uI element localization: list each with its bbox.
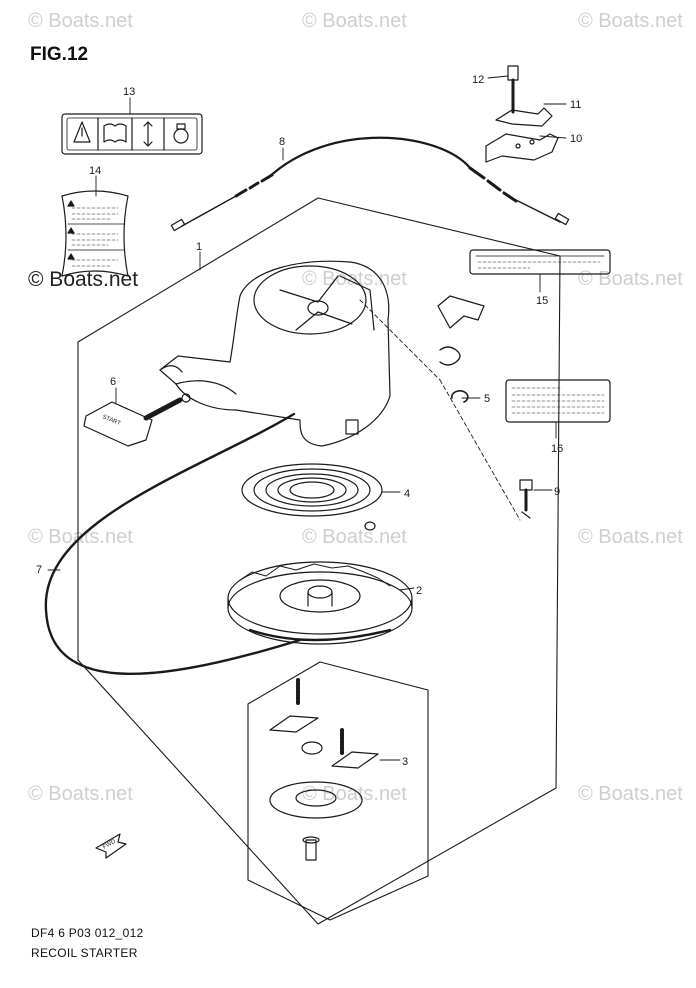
recoil-case: [159, 260, 391, 447]
figure-title: FIG.12: [30, 44, 89, 65]
subassembly-frame: [247, 661, 429, 921]
part-number-7: 7: [36, 564, 42, 576]
part-number-9: 9: [554, 486, 560, 498]
recoil-spring: [241, 463, 383, 531]
part-number-11: 11: [570, 99, 581, 111]
watermark: © Boats.net: [28, 10, 133, 32]
watermark: © Boats.net: [302, 783, 407, 805]
watermark: © Boats.net: [578, 783, 683, 805]
small-parts: [437, 295, 533, 519]
part-number-14: 14: [89, 165, 101, 177]
handle-text: START: [101, 414, 121, 427]
watermark-dark: © Boats.net: [28, 268, 139, 291]
cable-bracket: [485, 65, 559, 163]
part-number-1: 1: [196, 241, 202, 253]
figure-code: DF4 6 P03 012_012: [31, 926, 144, 940]
warning-label: [61, 190, 129, 277]
caution-label: [61, 113, 203, 155]
part-number-13: 13: [123, 86, 135, 98]
starter-rope: [44, 412, 302, 676]
decal-15: [469, 249, 611, 275]
assembly-frame: [77, 197, 561, 925]
watermark: © Boats.net: [302, 10, 407, 32]
part-number-15: 15: [536, 295, 548, 307]
part-number-3: 3: [402, 756, 408, 768]
ratchet-set: [269, 678, 379, 861]
starter-lock-cable: [170, 136, 570, 232]
watermark: © Boats.net: [578, 10, 683, 32]
fwd-arrow: FWD: [95, 833, 127, 859]
starter-handle: [83, 393, 191, 447]
rope-reel: [227, 561, 413, 645]
part-number-6: 6: [110, 376, 116, 388]
watermark: © Boats.net: [28, 783, 133, 805]
part-number-16: 16: [551, 443, 563, 455]
part-number-4: 4: [404, 488, 410, 500]
leader-lines: [47, 75, 567, 761]
part-number-5: 5: [484, 393, 490, 405]
part-number-2: 2: [416, 585, 422, 597]
watermark: © Boats.net: [302, 526, 407, 548]
watermark: © Boats.net: [578, 526, 683, 548]
part-number-12: 12: [472, 74, 484, 86]
decal-16: [505, 379, 611, 423]
figure-name: RECOIL STARTER: [31, 946, 138, 960]
part-number-10: 10: [570, 133, 582, 145]
part-number-8: 8: [279, 136, 285, 148]
